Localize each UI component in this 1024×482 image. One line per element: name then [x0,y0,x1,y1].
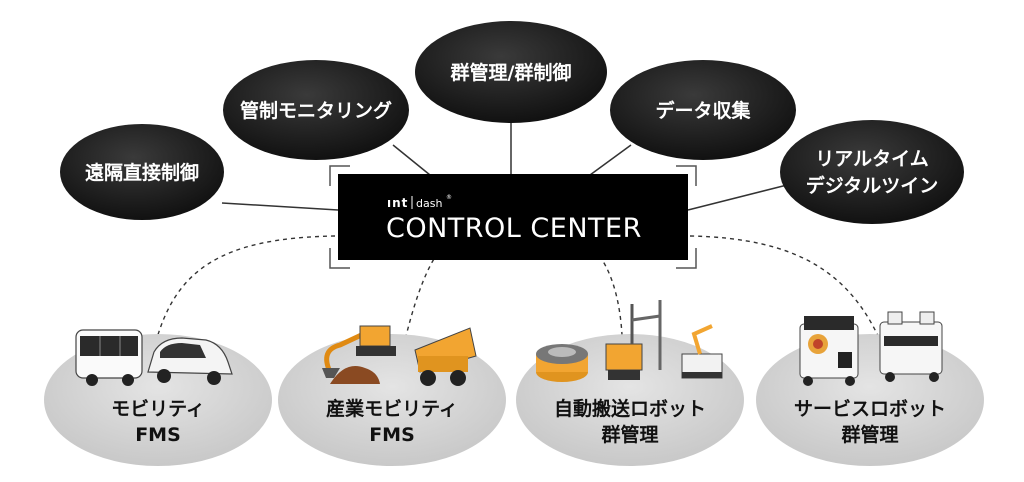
control-center-box: ınt dash ® CONTROL CENTER [329,165,697,269]
connector-line [221,202,339,211]
dashed-connector [689,235,881,341]
platform-service-robot: サービスロボット 群管理 [756,311,984,466]
shelf-robot-icon [605,300,662,380]
platform-label: サービスロボット [794,398,946,420]
platform-industrial-mobility: 産業モビリティ FMS [278,325,506,466]
platform-label-line2: FMS [369,424,415,446]
platform-mobility: モビリティ FMS [44,329,272,466]
bubble-label: 管制モニタリング [240,99,392,122]
bubble-label-line2: デジタルツイン [806,174,939,197]
round-robot-icon [536,344,588,382]
platform-label-line2: 群管理 [840,423,898,446]
pizza-robot-icon [799,316,859,386]
platform-label: モビリティ [111,398,205,420]
connector-line [589,144,632,176]
function-bubble-monitoring: 管制モニタリング [223,60,409,160]
excavator-icon [322,325,396,378]
platform-label-line2: 群管理 [600,423,658,446]
control-center-title: CONTROL CENTER [386,213,642,244]
dump-truck-icon [414,327,477,386]
bubble-label: リアルタイム [815,148,928,170]
bubble-label: データ収集 [655,99,751,122]
function-bubble-digital-twin: リアルタイム デジタルツイン [780,120,964,224]
dirt-pile-icon [330,366,380,384]
bus-icon [75,329,143,386]
dashed-connector [574,235,623,336]
function-bubble-data-collection: データ収集 [610,60,796,160]
brand-int: ınt [387,196,408,210]
function-bubble-fleet-control: 群管理/群制御 [415,21,607,123]
car-icon [147,337,233,385]
dashed-connector [154,235,336,346]
bubble-label: 遠隔直接制御 [85,161,199,184]
function-bubble-remote-control: 遠隔直接制御 [60,124,224,220]
connector-line [392,144,431,176]
platform-label-line2: FMS [135,424,181,446]
delivery-robot-icon [879,311,943,382]
platform-label: 産業モビリティ [326,397,458,420]
platform-agv: 自動搬送ロボット 群管理 [516,300,744,466]
brand-mark: ® [446,194,452,201]
arm-robot-icon [681,324,723,379]
connector-line [687,184,788,211]
platform-label: 自動搬送ロボット [554,397,706,420]
function-connectors [221,118,788,211]
bubble-label: 群管理/群制御 [450,61,572,84]
brand-dash: dash [416,197,442,210]
